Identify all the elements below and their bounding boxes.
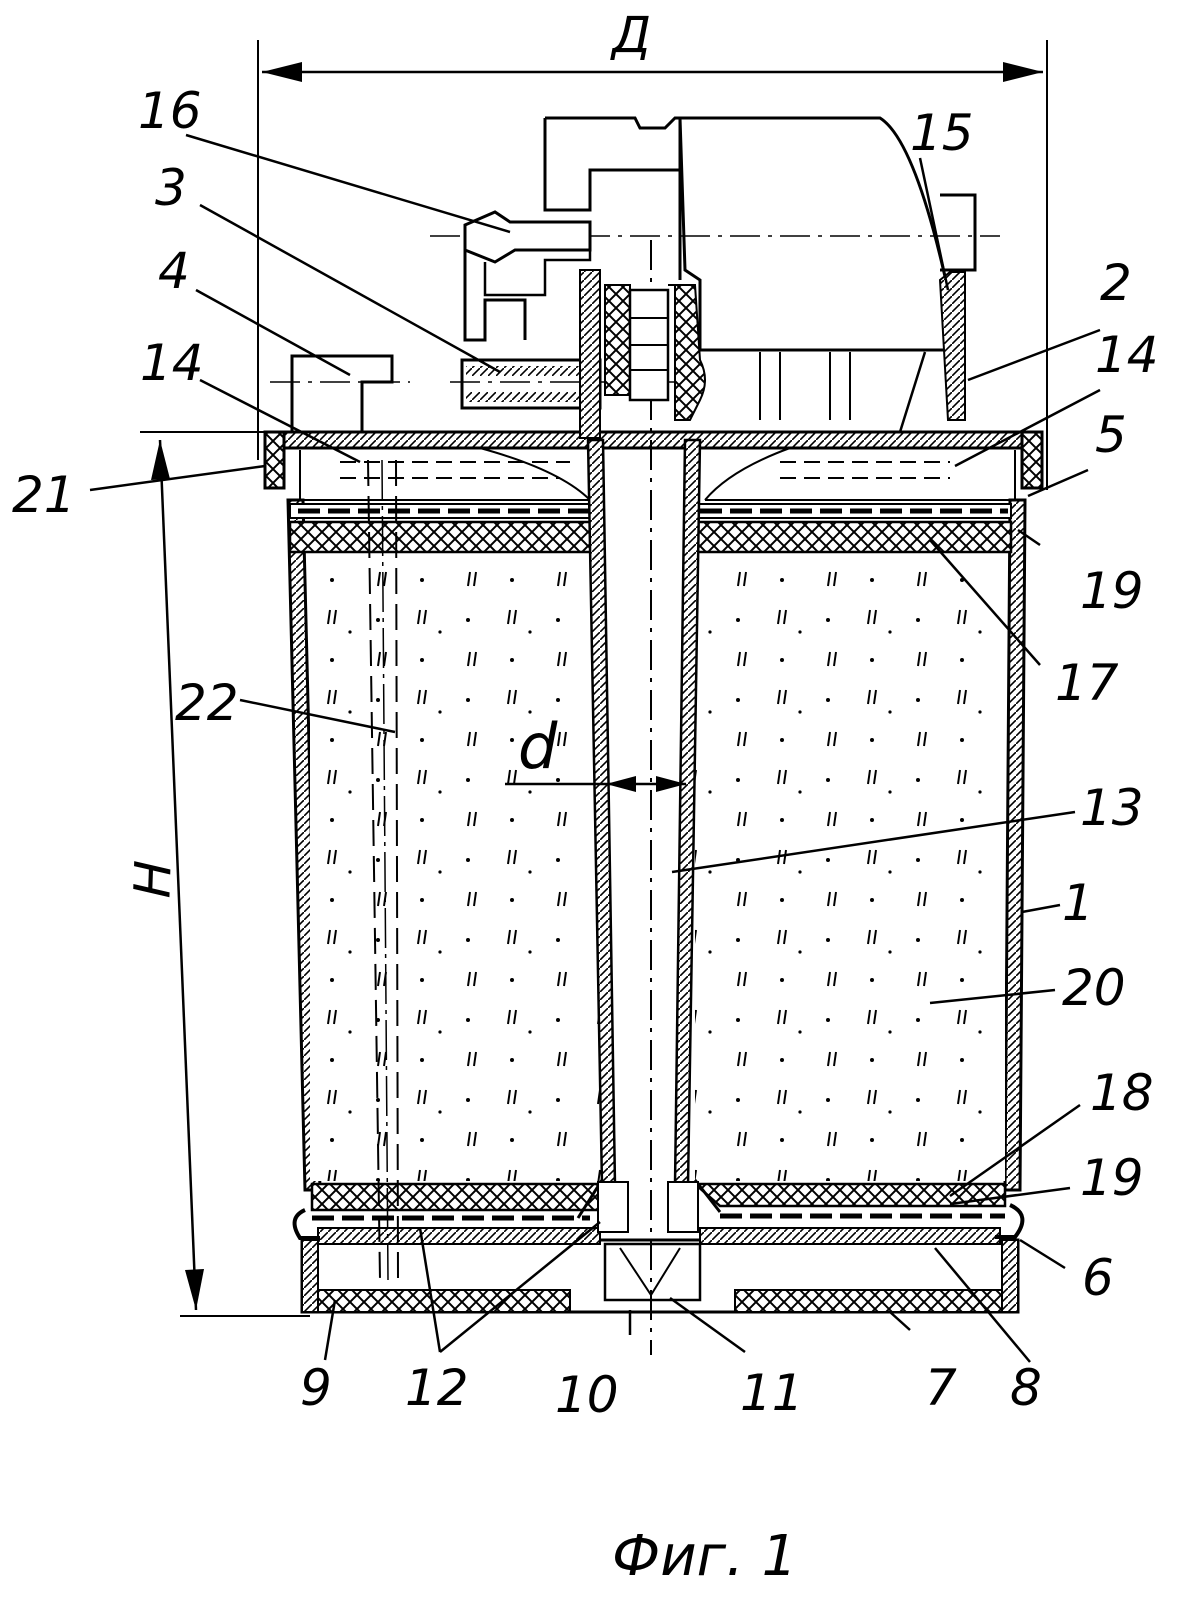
callout-19-bottom: 19 [1080, 1149, 1144, 1207]
callout-20: 20 [1062, 959, 1126, 1017]
callout-9: 9 [300, 1359, 332, 1417]
dimension-inner-diameter-label: d [518, 710, 558, 783]
bottom-pads [312, 1180, 1005, 1218]
callout-14-right: 14 [1095, 326, 1159, 384]
callout-5: 5 [1095, 406, 1127, 464]
filler-right [695, 556, 1005, 1181]
callout-21: 21 [12, 466, 76, 524]
callout-12: 12 [405, 1359, 469, 1417]
figure-caption: Фиг. 1 [612, 1524, 797, 1589]
callout-10: 10 [555, 1366, 619, 1424]
callout-6: 6 [1082, 1249, 1114, 1307]
callout-2: 2 [1100, 254, 1132, 312]
callout-7: 7 [925, 1359, 957, 1417]
callout-3: 3 [155, 159, 187, 217]
callout-8: 8 [1010, 1359, 1042, 1417]
callout-17: 17 [1055, 654, 1119, 712]
valve-16 [465, 212, 590, 340]
callout-16: 16 [138, 82, 202, 140]
callout-18: 18 [1090, 1064, 1154, 1122]
callout-1: 1 [1062, 874, 1094, 932]
callout-13: 13 [1080, 779, 1144, 837]
callout-15: 15 [910, 104, 974, 162]
filler-left [310, 556, 602, 1181]
top-pads [290, 448, 1015, 552]
callout-11: 11 [740, 1364, 804, 1422]
callout-14-left: 14 [140, 334, 204, 392]
callout-19-top: 19 [1080, 562, 1144, 620]
callout-22: 22 [175, 674, 239, 732]
dimension-height-label: Н [123, 859, 182, 899]
callout-4: 4 [158, 242, 190, 300]
fitting-4 [270, 356, 410, 432]
dimension-diameter-label: Д [610, 6, 651, 64]
